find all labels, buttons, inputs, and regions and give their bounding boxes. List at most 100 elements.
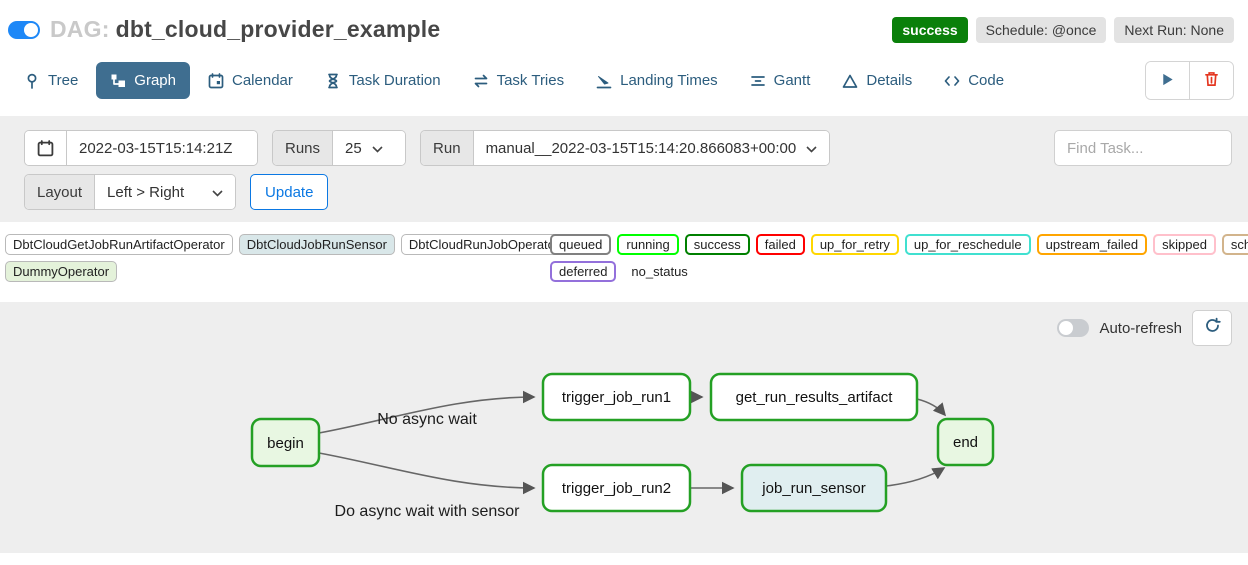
graph-controls: Auto-refresh xyxy=(1057,310,1232,346)
schedule-badge: Schedule: @once xyxy=(975,16,1107,43)
dag-header: DAG:dbt_cloud_provider_example success S… xyxy=(0,0,1248,49)
toggle-knob xyxy=(24,22,38,37)
task-node-trigger-job-run1[interactable]: trigger_job_run1 xyxy=(541,372,692,422)
task-node-trigger-job-run2[interactable]: trigger_job_run2 xyxy=(541,463,692,513)
run-label: Run xyxy=(421,131,474,165)
dag-pause-toggle[interactable] xyxy=(8,20,40,39)
operator-legend: DbtCloudGetJobRunArtifactOperator DbtClo… xyxy=(5,234,568,288)
execution-date-group xyxy=(24,130,258,166)
edge-artifact-end xyxy=(916,398,947,417)
status-legend: queued running success failed up_for_ret… xyxy=(550,234,1248,288)
dag-run-value: manual__2022-03-15T15:14:20.866083+00:00 xyxy=(485,139,797,157)
status-legend-item[interactable]: queued xyxy=(550,234,612,255)
num-runs-select[interactable]: 25 xyxy=(333,131,406,165)
task-node-label: trigger_job_run1 xyxy=(562,389,671,406)
tab-label: Code xyxy=(968,72,1005,89)
tab-label: Tree xyxy=(48,72,79,89)
status-legend-item[interactable]: up_for_reschedule xyxy=(904,234,1031,255)
layout-group: Layout Left > Right xyxy=(24,174,237,210)
chevron-down-icon xyxy=(372,140,383,157)
dag-name: dbt_cloud_provider_example xyxy=(115,16,441,42)
dag-action-buttons xyxy=(1145,61,1234,100)
status-legend-item[interactable]: success xyxy=(684,234,750,255)
edge-begin-trigger1 xyxy=(318,390,536,434)
tab-tree[interactable]: Tree xyxy=(10,62,92,99)
operator-badge: DbtCloudJobRunSensor xyxy=(238,234,395,255)
find-task-input[interactable] xyxy=(1054,130,1232,166)
status-legend-item[interactable]: deferred xyxy=(550,261,617,282)
edge-label: Do async wait with sensor xyxy=(335,503,521,520)
task-node-label: trigger_job_run2 xyxy=(562,480,671,497)
status-legend-item[interactable]: upstream_failed xyxy=(1036,234,1148,255)
tab-code[interactable]: Code xyxy=(930,62,1018,99)
update-button[interactable]: Update xyxy=(250,174,329,210)
operator-badge: DbtCloudGetJobRunArtifactOperator xyxy=(5,234,233,255)
status-legend-item[interactable]: no_status xyxy=(622,261,697,282)
gantt-icon xyxy=(750,73,766,89)
task-node-label: job_run_sensor xyxy=(761,480,865,497)
delete-dag-button[interactable] xyxy=(1189,62,1233,99)
dag-prefix-label: DAG: xyxy=(50,16,110,42)
task-node-job-run-sensor[interactable]: job_run_sensor xyxy=(740,463,888,513)
tree-icon xyxy=(24,73,40,89)
status-legend-item[interactable]: up_for_retry xyxy=(810,234,899,255)
task-node-label: end xyxy=(953,434,978,451)
code-icon xyxy=(944,73,960,89)
graph-icon xyxy=(110,73,126,89)
details-icon xyxy=(842,73,858,89)
filter-row-2: Layout Left > Right Update xyxy=(24,174,1232,210)
toggle-knob xyxy=(1059,321,1074,335)
tab-landing-times[interactable]: Landing Times xyxy=(582,62,732,99)
tab-task-tries[interactable]: Task Tries xyxy=(459,62,579,99)
filter-row-1: Runs 25 Run manual__2022-03-15T15:14:20.… xyxy=(24,130,1232,166)
page-title: DAG:dbt_cloud_provider_example xyxy=(50,16,440,43)
tab-label: Gantt xyxy=(773,72,811,89)
tab-label: Graph xyxy=(134,72,176,89)
status-legend-item[interactable]: scheduled xyxy=(1221,234,1248,255)
next-run-badge: Next Run: None xyxy=(1114,16,1234,43)
task-node-label: get_run_results_artifact xyxy=(736,389,894,406)
task-node-get-run-results-artifact[interactable]: get_run_results_artifact xyxy=(709,372,919,422)
tab-label: Calendar xyxy=(232,72,293,89)
play-icon xyxy=(1160,72,1175,90)
dag-graph: No async wait Do async wait with sensor … xyxy=(250,372,995,520)
auto-refresh-label: Auto-refresh xyxy=(1099,319,1182,337)
tab-task-duration[interactable]: Task Duration xyxy=(311,62,455,99)
execution-date-input[interactable] xyxy=(67,131,257,165)
dag-run-select[interactable]: manual__2022-03-15T15:14:20.866083+00:00 xyxy=(473,131,830,165)
tab-gantt[interactable]: Gantt xyxy=(736,62,825,99)
filter-panel: Runs 25 Run manual__2022-03-15T15:14:20.… xyxy=(0,116,1248,222)
operator-badge: DummyOperator xyxy=(5,261,118,282)
tab-label: Task Duration xyxy=(348,72,441,89)
edge-sensor-end xyxy=(885,467,946,487)
calendar-picker-button[interactable] xyxy=(25,131,67,165)
legend: DbtCloudGetJobRunArtifactOperator DbtClo… xyxy=(0,222,1248,298)
tab-calendar[interactable]: Calendar xyxy=(194,62,307,99)
layout-select[interactable]: Left > Right xyxy=(95,175,236,209)
tab-graph[interactable]: Graph xyxy=(96,62,190,99)
header-badges: success Schedule: @once Next Run: None xyxy=(892,16,1234,43)
layout-value: Left > Right xyxy=(107,183,185,201)
runs-label: Runs xyxy=(273,131,334,165)
hourglass-icon xyxy=(325,73,341,89)
task-node-end[interactable]: end xyxy=(936,417,995,467)
edge-label: No async wait xyxy=(377,411,477,428)
num-runs-value: 25 xyxy=(345,139,362,157)
tab-label: Landing Times xyxy=(620,72,718,89)
layout-label: Layout xyxy=(25,175,96,209)
refresh-button[interactable] xyxy=(1192,310,1232,346)
refresh-icon xyxy=(1204,317,1221,339)
status-legend-item[interactable]: skipped xyxy=(1153,234,1216,255)
auto-refresh-toggle[interactable] xyxy=(1057,319,1090,337)
trigger-dag-button[interactable] xyxy=(1146,62,1189,99)
tab-label: Details xyxy=(866,72,913,89)
repeat-icon xyxy=(473,73,489,89)
status-legend-item[interactable]: failed xyxy=(755,234,805,255)
tab-details[interactable]: Details xyxy=(828,62,926,99)
task-node-begin[interactable]: begin xyxy=(250,417,321,468)
tab-label: Task Tries xyxy=(496,72,565,89)
status-legend-item[interactable]: running xyxy=(617,234,679,255)
task-node-label: begin xyxy=(267,435,304,452)
runs-group: Runs 25 xyxy=(272,130,407,166)
chevron-down-icon xyxy=(806,140,817,157)
